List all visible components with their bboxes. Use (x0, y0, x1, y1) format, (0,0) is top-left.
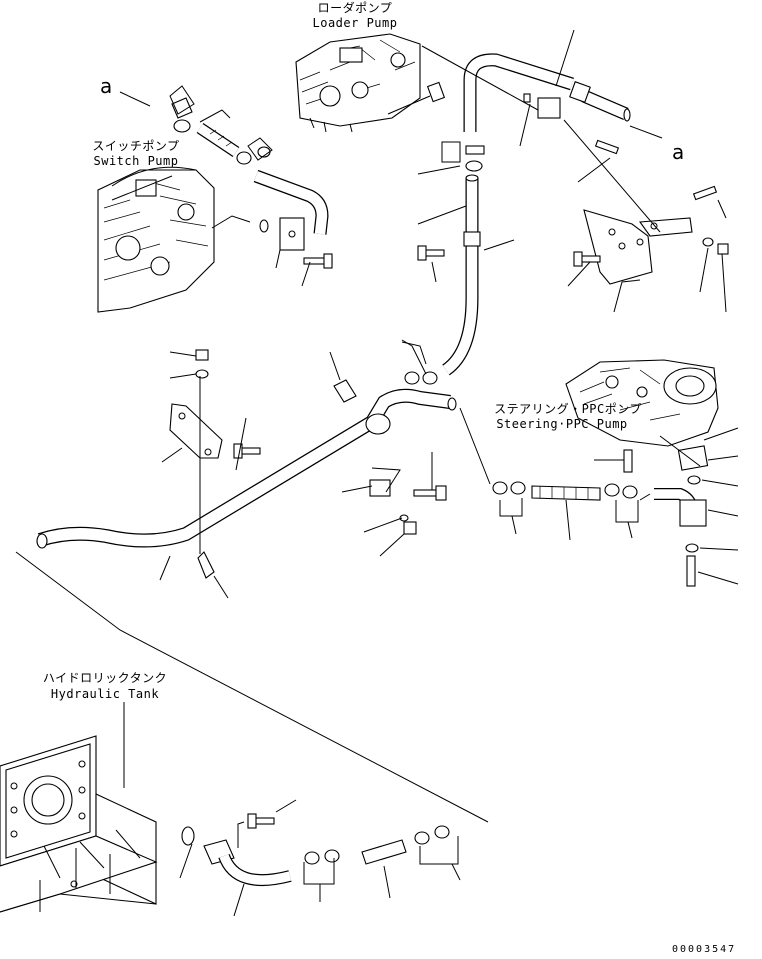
switch-pump-pipe (253, 169, 329, 251)
short-pipe-left (196, 123, 240, 157)
vertical-pipe (441, 174, 481, 376)
switch-pump-illustration (97, 166, 215, 313)
fasteners (171, 81, 729, 887)
hydraulic-tank-label-jp: ハイドロリックタンク (42, 671, 168, 685)
reference-marker-right: a (672, 140, 685, 164)
steering-ppc-pump-illustration (565, 359, 719, 447)
steering-pump-label-en: Steering·PPC Pump (496, 417, 628, 431)
loader-pump-label-en: Loader Pump (312, 16, 398, 30)
loader-pump-illustration (295, 33, 421, 133)
leader-lines (15, 29, 739, 917)
hydraulic-tank-illustration (0, 735, 158, 913)
bracket-left (169, 403, 223, 459)
steering-hoses (531, 445, 709, 587)
reference-marker-left: a (100, 74, 113, 98)
main-suction-pipe (36, 388, 457, 549)
switch-pump-label-en: Switch Pump (93, 154, 179, 168)
loader-pump-outlet-pipe (463, 53, 631, 132)
drawing-code: 00003547 (672, 944, 737, 955)
loader-pump-label-jp: ローダポンプ (317, 1, 393, 15)
switch-pump-label-jp: スイッチポンプ (92, 139, 180, 153)
hydraulic-tank-label-en: Hydraulic Tank (50, 687, 160, 701)
bracket-right (583, 209, 693, 285)
steering-pump-label-jp: ステアリング・PPCポンプ (494, 402, 642, 416)
